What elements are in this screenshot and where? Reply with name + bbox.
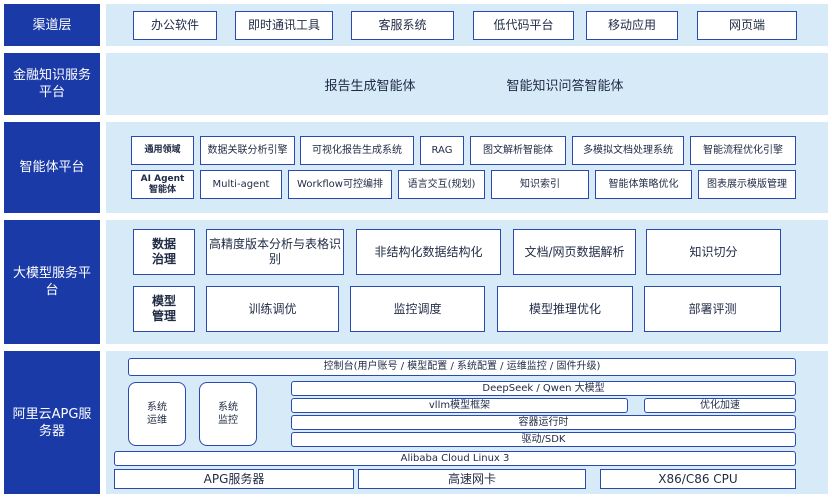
- data-governance-title: 数据 治理: [133, 229, 195, 275]
- hw-server: APG服务器: [114, 469, 354, 489]
- model-management-item: 部署评测: [644, 286, 781, 332]
- agent-row2-item: 图表展示模版管理: [698, 170, 796, 199]
- agent-row2-item: Workflow可控编排: [288, 170, 392, 199]
- channel-item-office: 办公软件: [133, 11, 217, 40]
- finance-item-report-agent: 报告生成智能体: [324, 78, 416, 94]
- layer-label-agent: 智能体平台: [4, 122, 100, 213]
- accel-bar: 优化加速: [644, 398, 796, 413]
- channel-item-web: 网页端: [697, 11, 797, 40]
- layer-label-infra: 阿里云APG服务器: [4, 351, 100, 494]
- agent-row2-item: 语言交互(规划): [398, 170, 485, 199]
- agent-row1-item: 可视化报告生成系统: [300, 136, 414, 165]
- channel-item-mobile: 移动应用: [586, 11, 678, 40]
- llm-bar: DeepSeek / Qwen 大模型: [291, 381, 796, 396]
- layer-label-finance: 金融知识服务平台: [4, 53, 100, 115]
- model-management-item: 监控调度: [350, 286, 485, 332]
- agent-row2-title: AI Agent 智能体: [131, 170, 194, 199]
- data-governance-item: 知识切分: [646, 229, 781, 275]
- agent-row2-item: Multi-agent: [200, 170, 282, 199]
- agent-row2-item: 智能体策略优化: [595, 170, 692, 199]
- system-monitor-box: 系统 监控: [199, 382, 257, 446]
- console-bar: 控制台(用户账号 / 模型配置 / 系统配置 / 运维监控 / 固件升级): [128, 358, 796, 376]
- model-management-item: 训练调优: [206, 286, 339, 332]
- channel-item-customer-service: 客服系统: [351, 11, 454, 40]
- finance-item-qa-agent: 智能知识问答智能体: [506, 78, 624, 94]
- hw-nic: 高速网卡: [358, 469, 586, 489]
- driver-bar: 驱动/SDK: [291, 432, 796, 447]
- agent-row1-item: RAG: [420, 136, 464, 165]
- system-ops-box: 系统 运维: [128, 382, 186, 446]
- channel-item-lowcode: 低代码平台: [473, 11, 574, 40]
- model-management-item: 模型推理优化: [497, 286, 633, 332]
- model-management-title: 模型 管理: [133, 286, 195, 332]
- channel-item-im: 即时通讯工具: [235, 11, 333, 40]
- layer-label-model: 大模型服务平台: [4, 220, 100, 344]
- agent-row1-title: 通用领域: [131, 136, 194, 165]
- os-bar: Alibaba Cloud Linux 3: [114, 451, 796, 466]
- agent-row1-item: 图文解析智能体: [470, 136, 566, 165]
- layer-label-channel: 渠道层: [4, 4, 100, 46]
- agent-row1-item: 多模拟文档处理系统: [572, 136, 684, 165]
- data-governance-item: 文档/网页数据解析: [513, 229, 636, 275]
- vllm-bar: vllm模型框架: [291, 398, 628, 413]
- finance-panel: [106, 53, 828, 115]
- agent-row2-item: 知识索引: [491, 170, 589, 199]
- runtime-bar: 容器运行时: [291, 415, 796, 430]
- agent-row1-item: 智能流程优化引擎: [690, 136, 796, 165]
- agent-row1-item: 数据关联分析引擎: [200, 136, 295, 165]
- data-governance-item: 高精度版本分析与表格识别: [206, 229, 344, 275]
- hw-cpu: X86/C86 CPU: [600, 469, 796, 489]
- data-governance-item: 非结构化数据结构化: [356, 229, 501, 275]
